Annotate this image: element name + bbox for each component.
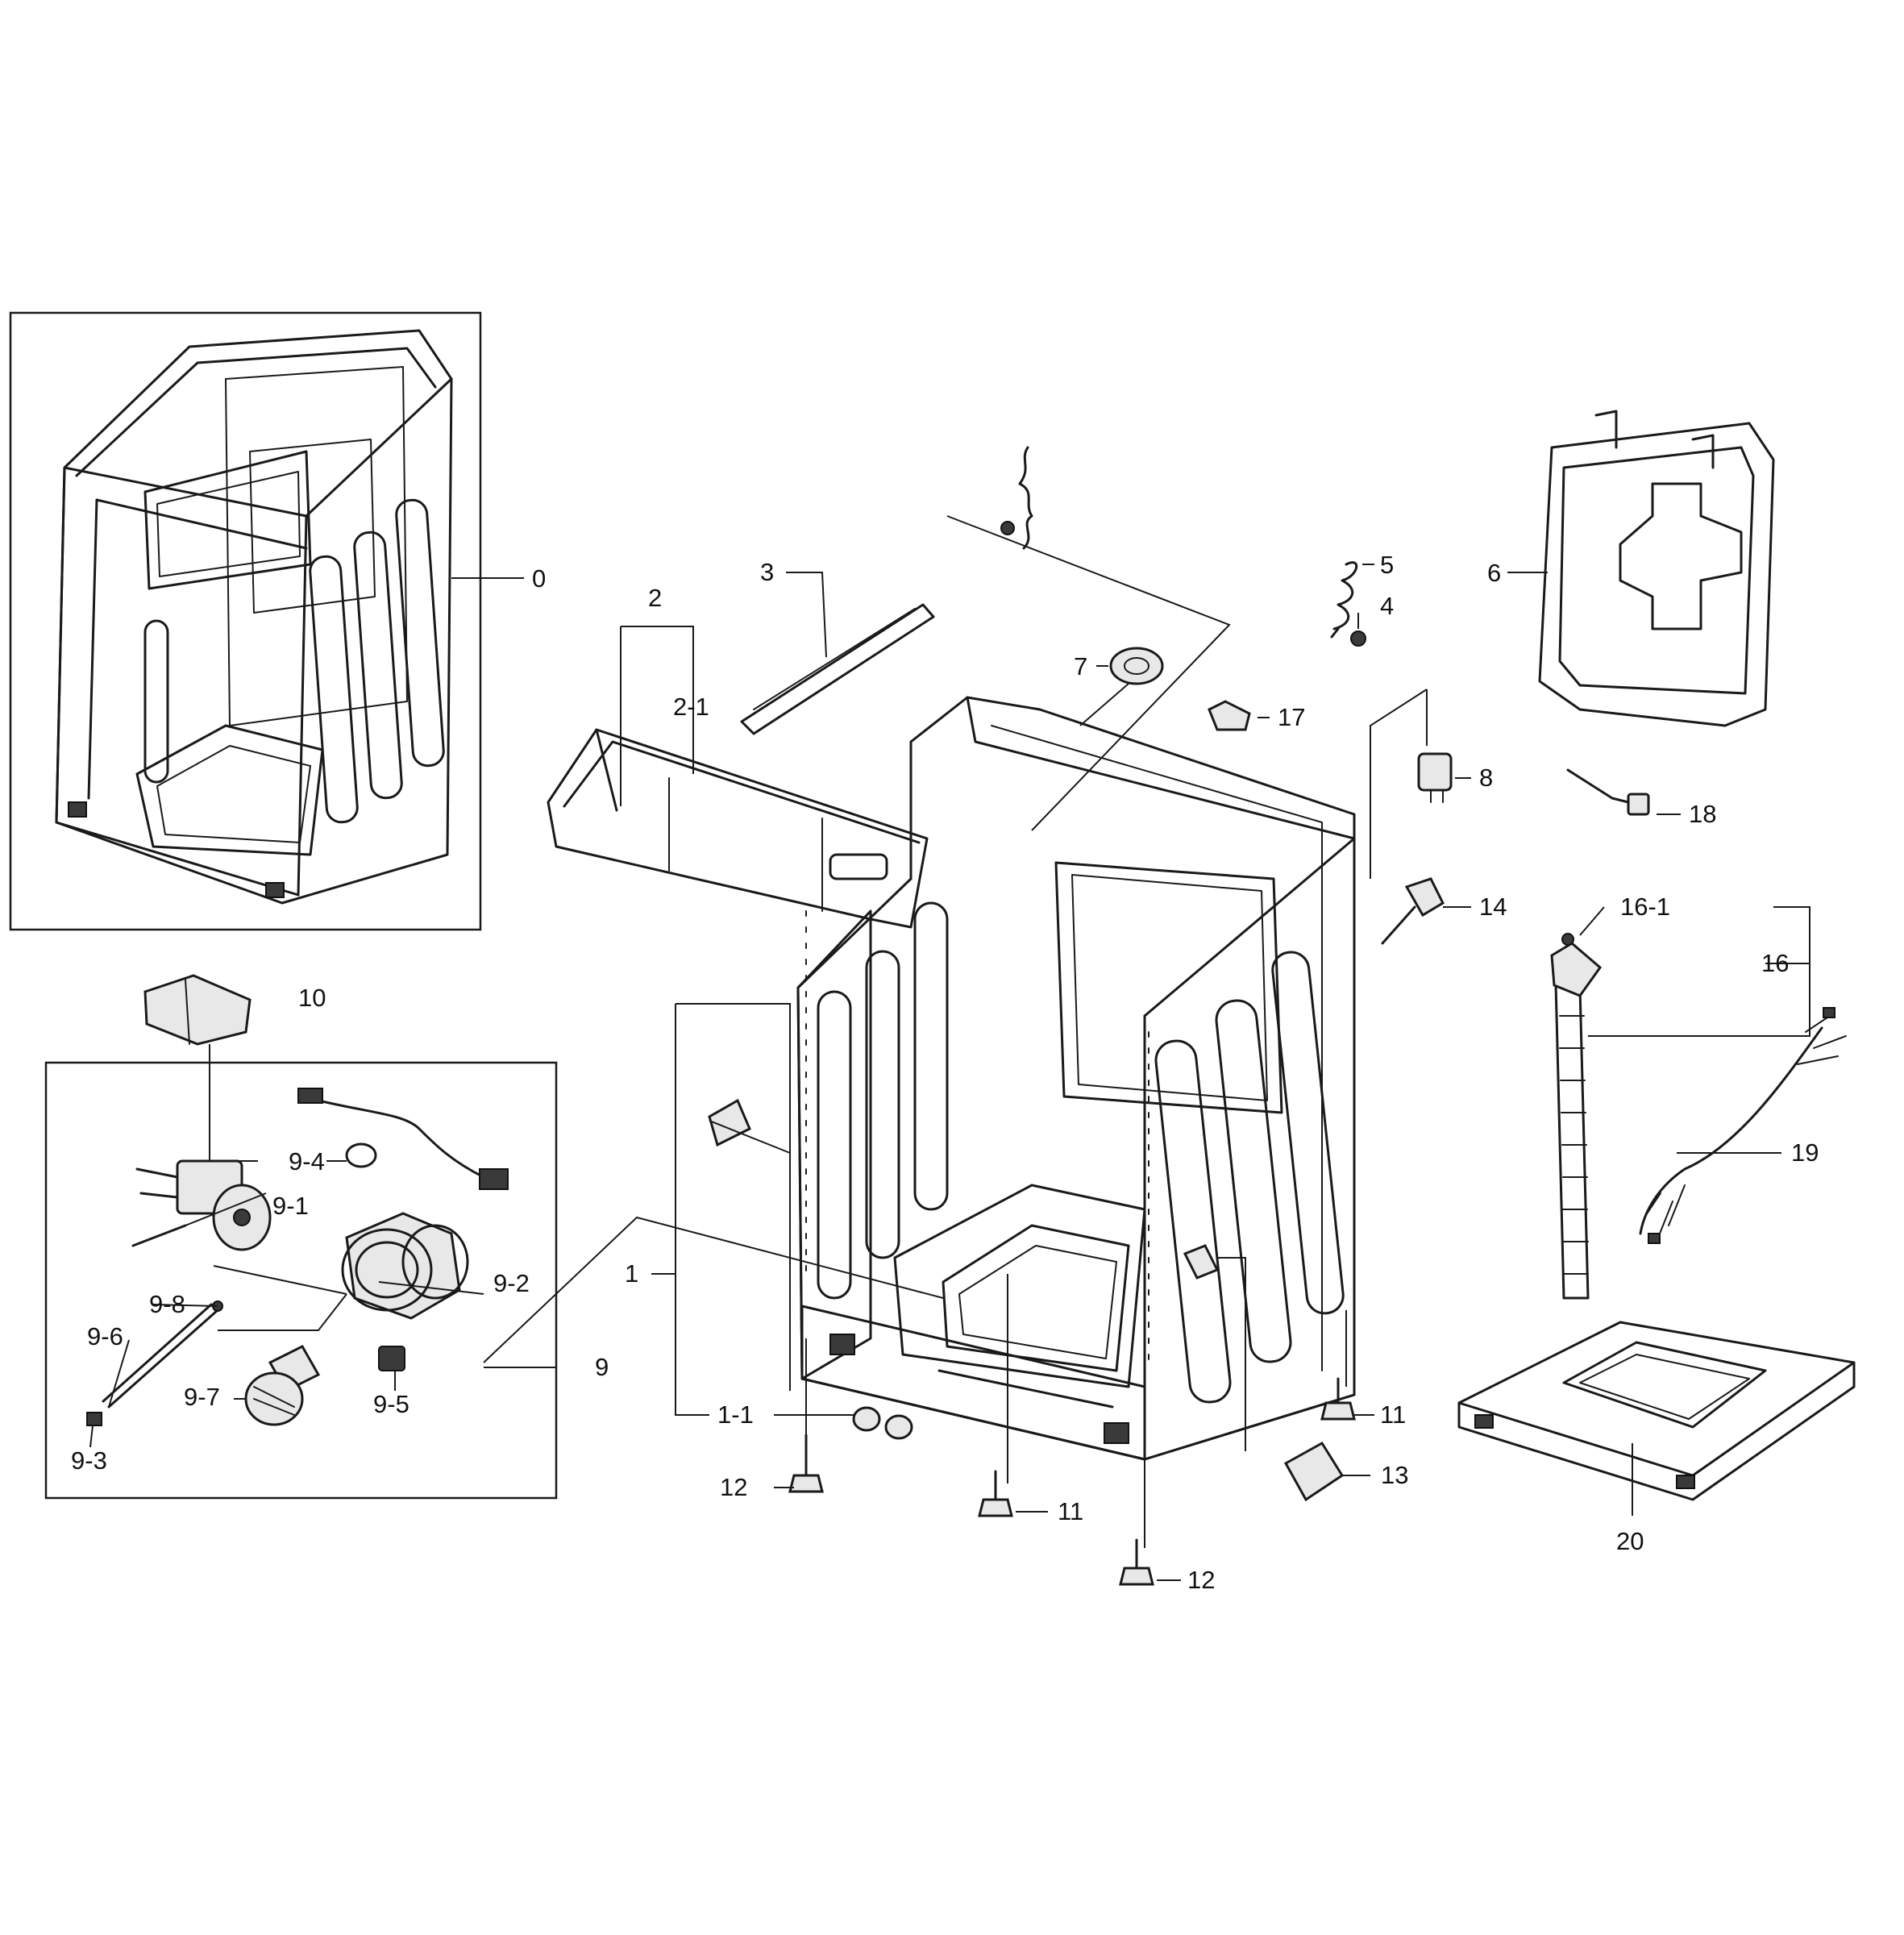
tub-bushing-part (1109, 647, 1164, 685)
callout-9[interactable]: 9 (595, 1353, 609, 1381)
pump-connector-part (378, 1346, 405, 1371)
callout-16[interactable]: 16 (1761, 949, 1789, 977)
pump-inset-frame (44, 1061, 558, 1500)
main-cabinet-frame-part (796, 696, 1356, 1461)
callout-4[interactable]: 4 (1380, 592, 1394, 620)
callout-9-6[interactable]: 9-6 (87, 1322, 123, 1350)
callout-19[interactable]: 19 (1791, 1138, 1819, 1167)
pump-cover-part (143, 974, 252, 1046)
callout-9-2[interactable]: 9-2 (493, 1269, 530, 1297)
cabinet-cover-cap-part (1183, 1244, 1345, 1502)
callout-3[interactable]: 3 (760, 558, 774, 586)
suspension-spring-center-part (1000, 446, 1033, 550)
leveling-foot-part (788, 1377, 1356, 1586)
callout-1[interactable]: 1 (625, 1259, 638, 1288)
water-inlet-valve-part (1381, 877, 1445, 945)
power-cord-part (1566, 768, 1650, 816)
hose-clip-part (86, 1412, 102, 1426)
callout-13[interactable]: 13 (1381, 1461, 1408, 1489)
noise-filter-part (1417, 752, 1453, 803)
spring-clip-part (1350, 630, 1366, 647)
callout-11-center[interactable]: 11 (1058, 1497, 1083, 1525)
cabinet-glide-part (852, 1406, 913, 1440)
callout-9-7[interactable]: 9-7 (184, 1383, 220, 1411)
callout-16-1[interactable]: 16-1 (1620, 893, 1670, 921)
top-rail-part (740, 603, 935, 735)
callout-20[interactable]: 20 (1616, 1527, 1644, 1555)
callout-5[interactable]: 5 (1380, 551, 1394, 579)
callout-9-4[interactable]: 9-4 (289, 1147, 325, 1176)
drain-hose-part (1550, 942, 1603, 1300)
callout-2-1[interactable]: 2-1 (673, 693, 709, 721)
callout-8[interactable]: 8 (1479, 764, 1493, 792)
pump-housing-part (341, 1212, 469, 1320)
callout-9-8[interactable]: 9-8 (149, 1290, 185, 1318)
wire-harness-part (1639, 1007, 1847, 1244)
hose-clamp-part (1561, 933, 1574, 946)
top-lid-frame-part (1538, 410, 1775, 727)
side-cover-part (708, 1098, 751, 1147)
callout-1-1[interactable]: 1-1 (717, 1400, 754, 1429)
callout-17[interactable]: 17 (1278, 703, 1305, 731)
callout-12-bottom[interactable]: 12 (1187, 1566, 1215, 1594)
cabinet-assembly-illustration (55, 329, 453, 905)
callout-10[interactable]: 10 (298, 984, 326, 1012)
callout-12-left[interactable]: 12 (720, 1473, 747, 1501)
pump-filter-part (244, 1345, 321, 1426)
hose-connector-part (1208, 700, 1251, 731)
callout-0[interactable]: 0 (532, 564, 546, 593)
drain-pump-motor-part (131, 1159, 272, 1251)
callout-9-5[interactable]: 9-5 (373, 1390, 409, 1418)
callout-14[interactable]: 14 (1479, 893, 1507, 921)
pump-hose-part (107, 1309, 219, 1409)
base-frame-part (1457, 1321, 1856, 1501)
callout-2[interactable]: 2 (648, 584, 662, 612)
suspension-spring-right-part (1330, 561, 1358, 639)
callout-6[interactable]: 6 (1487, 559, 1501, 587)
control-panel-frame-part (547, 728, 929, 929)
callout-7[interactable]: 7 (1074, 652, 1087, 680)
pump-gasket-ring-part (345, 1142, 377, 1168)
pump-wire-harness-part (301, 1095, 485, 1179)
callout-11-right[interactable]: 11 (1380, 1400, 1406, 1429)
callout-9-3[interactable]: 9-3 (71, 1446, 107, 1475)
callout-18[interactable]: 18 (1689, 800, 1716, 828)
callout-9-1[interactable]: 9-1 (272, 1192, 309, 1220)
cabinet-inset-frame (9, 311, 482, 931)
